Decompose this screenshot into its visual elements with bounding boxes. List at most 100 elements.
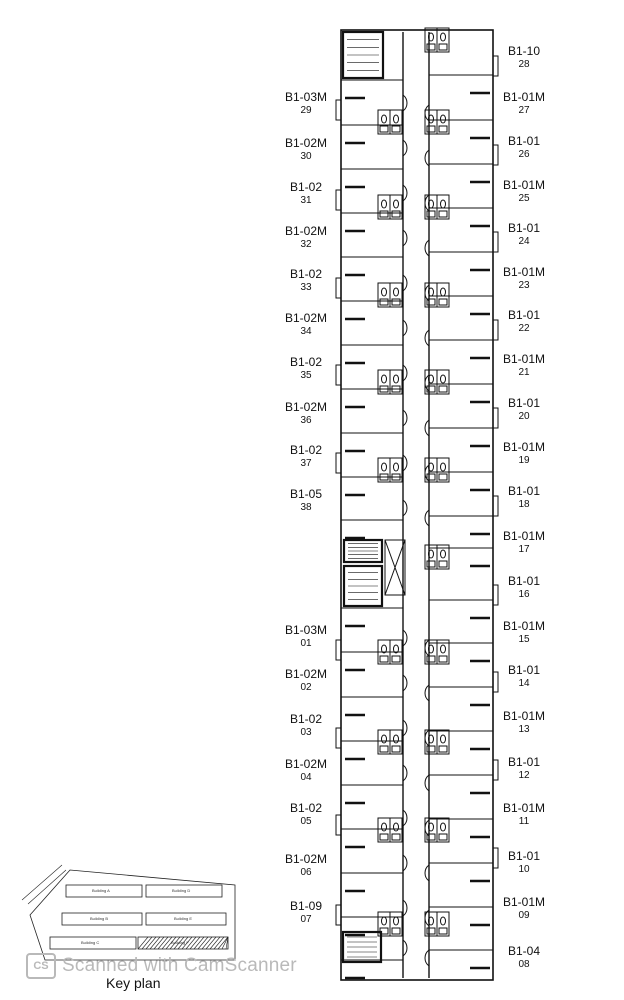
unit-number: 37: [300, 458, 312, 469]
unit-type: B1-02M: [284, 667, 328, 681]
toilet: [428, 822, 434, 832]
unit-type: B1-01M: [502, 709, 546, 723]
unit-number: 22: [518, 323, 530, 334]
toilet: [381, 644, 387, 654]
bathroom-pair: [424, 817, 450, 843]
unit-number: 16: [518, 589, 530, 600]
basin: [391, 385, 401, 393]
unit-number: 35: [300, 370, 312, 381]
toilet: [381, 734, 387, 744]
door-arc: [402, 899, 408, 917]
road-edge: [21, 864, 63, 901]
door-arc: [402, 809, 408, 827]
basin: [379, 473, 389, 481]
unit-type: B1-02: [289, 267, 323, 281]
unit-number: 09: [518, 910, 530, 921]
active-building-hatch: [149, 936, 161, 950]
key-building: [49, 936, 137, 950]
bathroom-pair: [424, 544, 450, 570]
toilet: [381, 462, 387, 472]
unit-type: B1-02: [289, 180, 323, 194]
door-arc: [402, 674, 408, 692]
bathroom-pair: [424, 369, 450, 395]
toilet: [440, 32, 446, 42]
unit-number: 13: [518, 724, 530, 735]
basin: [438, 833, 448, 841]
unit-number: 11: [518, 816, 530, 827]
road-edge: [27, 869, 67, 905]
unit-number: 08: [518, 959, 530, 970]
bathroom-pair: [377, 457, 403, 483]
active-building-hatch: [201, 936, 213, 950]
active-building-hatch: [185, 936, 197, 950]
unit-type: B1-01: [507, 849, 541, 863]
door-arc: [424, 949, 430, 967]
toilet: [393, 734, 399, 744]
basin: [391, 298, 401, 306]
unit-number: 23: [518, 280, 530, 291]
unit-type: B1-01M: [502, 619, 546, 633]
basin: [379, 210, 389, 218]
basin: [438, 125, 448, 133]
bathroom-pair: [377, 369, 403, 395]
unit-type: B1-02M: [284, 311, 328, 325]
bathroom-pair: [424, 282, 450, 308]
toilet: [393, 822, 399, 832]
key-building-label: Building D: [172, 888, 191, 893]
unit-number: 04: [300, 772, 312, 783]
bathroom-pair: [377, 109, 403, 135]
basin: [426, 560, 436, 568]
basin: [426, 210, 436, 218]
unit-number: 33: [300, 282, 312, 293]
balcony-edge: [335, 364, 342, 386]
lift-cross: [384, 539, 406, 596]
basin: [379, 655, 389, 663]
door-arc: [424, 419, 430, 437]
toilet: [428, 374, 434, 384]
unit-number: 03: [300, 727, 312, 738]
door-arc: [402, 764, 408, 782]
site-boundary: [29, 869, 236, 961]
active-building-hatch: [145, 936, 157, 950]
unit-number: 29: [300, 105, 312, 116]
bathroom-pair: [377, 639, 403, 665]
toilet: [428, 199, 434, 209]
key-building-label: Building F: [171, 940, 189, 945]
toilet: [393, 287, 399, 297]
unit-number: 02: [300, 682, 312, 693]
basin: [426, 745, 436, 753]
basin: [438, 43, 448, 51]
key-building: [61, 912, 143, 926]
toilet: [393, 462, 399, 472]
stair-core: [342, 564, 384, 608]
camscanner-logo: CS: [26, 953, 56, 979]
basin: [426, 43, 436, 51]
bathroom-pair: [424, 109, 450, 135]
unit-number: 31: [300, 195, 312, 206]
door-arc: [402, 629, 408, 647]
balcony-edge: [335, 727, 342, 749]
unit-number: 28: [518, 59, 530, 70]
balcony-edge: [492, 584, 499, 606]
door-arc: [424, 684, 430, 702]
basin: [438, 927, 448, 935]
active-building-hatch: [189, 936, 201, 950]
key-plan-title: Key plan: [106, 975, 161, 991]
balcony-edge: [335, 99, 342, 121]
toilet: [393, 199, 399, 209]
unit-type: B1-05: [289, 487, 323, 501]
balcony-edge: [492, 55, 499, 77]
toilet: [393, 114, 399, 124]
